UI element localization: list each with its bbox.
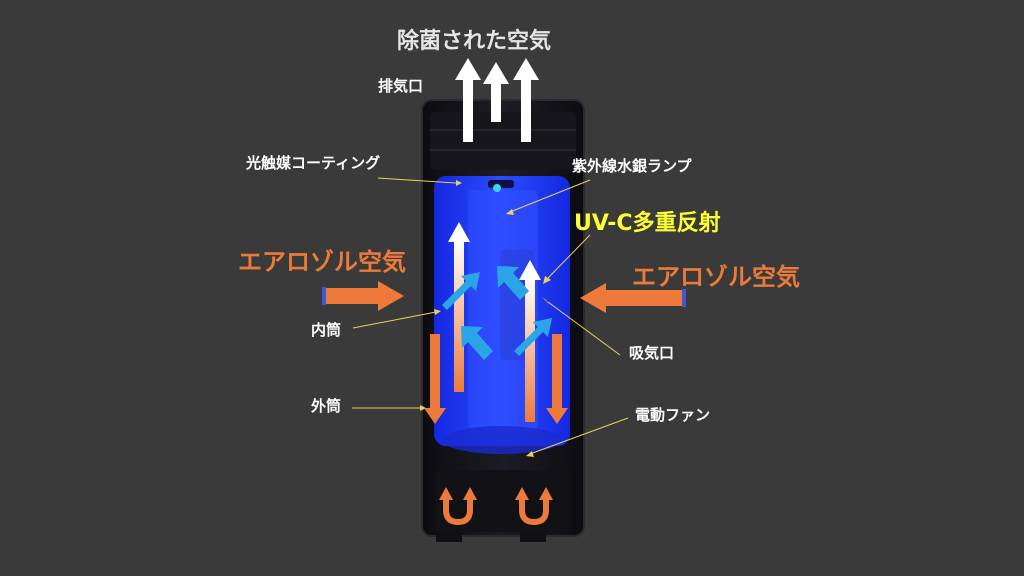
- uv-reflection-arrows: [442, 266, 552, 360]
- fan-label: 電動ファン: [635, 406, 711, 424]
- lamp-indicator-dot: [493, 184, 501, 192]
- aerosol-left-label: エアロゾル空気: [238, 248, 406, 276]
- fan-return-arrows: [443, 500, 549, 526]
- inner-flow-arrows: [448, 222, 541, 422]
- outer-flow-arrows: [424, 334, 568, 424]
- aerosol-right-label: エアロゾル空気: [632, 263, 800, 291]
- inner-cylinder-label: 内筒: [311, 321, 342, 339]
- exhaust-label: 排気口: [378, 77, 424, 95]
- sterilized-air-label: 除菌された空気: [397, 29, 552, 54]
- leader-lines: [352, 177, 629, 457]
- intake-label: 吸気口: [629, 344, 675, 362]
- photocatalyst-label: 光触媒コーティング: [246, 154, 381, 172]
- aerosol-arrow-right: [580, 283, 686, 313]
- uv-lamp-label: 紫外線水銀ランプ: [572, 157, 692, 175]
- uvc-label: UV-C多重反射: [574, 211, 721, 236]
- aerosol-arrow-left: [322, 281, 404, 311]
- exhaust-arrows: [455, 58, 539, 142]
- outer-cylinder-label: 外筒: [311, 397, 342, 415]
